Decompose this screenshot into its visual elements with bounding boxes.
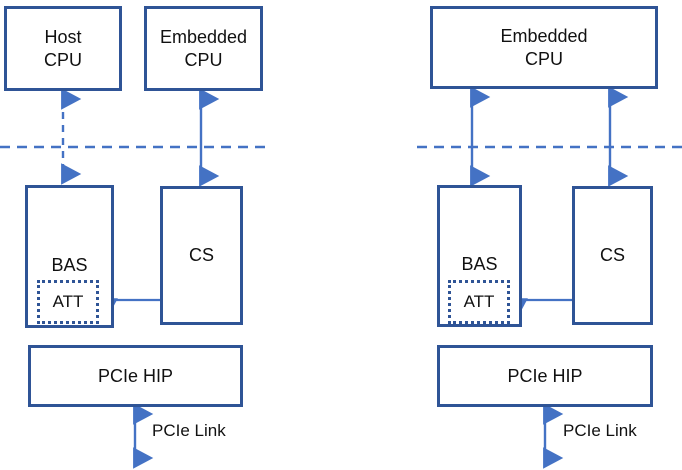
- node-embedded-cpu-label-line2: CPU: [184, 49, 223, 70]
- node-embedded-cpu-right-label-line2: CPU: [524, 48, 563, 69]
- label-pcie-link-left: PCIe Link: [152, 421, 226, 440]
- node-att-label: ATT: [52, 292, 84, 311]
- node-pcie-hip-right-label: PCIe HIP: [507, 365, 583, 386]
- node-embedded-cpu-label-line1: Embedded: [159, 27, 248, 47]
- node-host-cpu-left: Host CPU: [4, 6, 122, 91]
- node-cs-left: CS: [160, 186, 243, 325]
- node-cs-right: CS: [572, 186, 653, 325]
- node-embedded-cpu-right-label-line1: Embedded: [500, 26, 588, 46]
- node-att-right-label: ATT: [463, 292, 495, 311]
- node-att-left: ATT: [37, 280, 99, 324]
- node-att-right: ATT: [448, 280, 510, 324]
- node-pcie-hip-label: PCIe HIP: [97, 365, 174, 386]
- node-bas-label: BAS: [51, 255, 88, 275]
- node-host-cpu-label-line2: CPU: [43, 49, 82, 70]
- label-pcie-link-right: PCIe Link: [563, 421, 637, 440]
- node-embedded-cpu-right: Embedded CPU: [430, 6, 658, 89]
- node-embedded-cpu-left: Embedded CPU: [144, 6, 263, 91]
- node-cs-right-label: CS: [599, 245, 625, 266]
- node-cs-label: CS: [188, 245, 214, 266]
- node-host-cpu-label-line1: Host: [44, 27, 82, 47]
- node-bas-right-label: BAS: [461, 254, 498, 274]
- node-pcie-hip-left: PCIe HIP: [28, 345, 243, 407]
- node-pcie-hip-right: PCIe HIP: [437, 345, 653, 407]
